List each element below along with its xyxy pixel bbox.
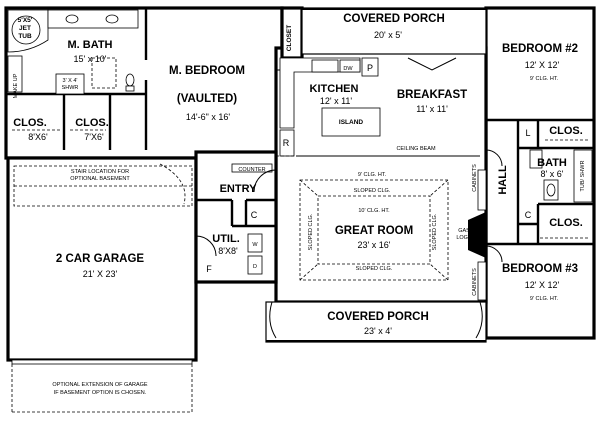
closet-c-label: C — [525, 210, 532, 220]
closet-bed2-name: CLOS. — [549, 125, 583, 137]
great-room-sloped-left: SLOPED CLG. — [308, 213, 314, 250]
bath-dims: 8' x 6' — [541, 169, 564, 179]
entry-name: ENTRY — [220, 183, 258, 195]
utility-name: UTIL. — [212, 233, 240, 245]
great-room-sloped-right: SLOPED CLG. — [432, 213, 438, 250]
great-room-sloped-bottom: SLOPED CLG. — [356, 266, 393, 272]
garage-interior — [11, 163, 193, 413]
bedroom2-name: BEDROOM #2 — [502, 43, 578, 55]
covered-porch-bottom — [265, 301, 487, 343]
kitchen-dims: 12' x 11' — [320, 96, 353, 106]
master-bedroom-name: M. BEDROOM — [169, 65, 245, 77]
dryer-label: D — [253, 264, 257, 270]
freezer-label: F — [206, 264, 212, 274]
counter-label: COUNTER — [238, 167, 265, 173]
great-room-sloped-top: SLOPED CLG. — [354, 188, 391, 194]
entry-closet-label: C — [251, 210, 258, 220]
shower-label: 3' X 4'SHWR — [62, 78, 79, 91]
dw-label: DW — [343, 66, 353, 72]
washer-label: W — [252, 242, 258, 248]
porch-bottom-dims: 23' x 4' — [364, 326, 392, 336]
kitchen-name: KITCHEN — [310, 83, 359, 95]
make-up-label: MAKE UP — [13, 73, 19, 98]
great-room-interior — [299, 169, 487, 301]
breakfast-dims: 11' x 11' — [416, 104, 448, 114]
fridge-label: R — [283, 138, 290, 148]
ceiling-beam-label: CEILING BEAM — [396, 146, 436, 152]
cabinets-top-label: CABINETS — [472, 164, 478, 192]
closet-vertical-label: CLOSET — [286, 25, 293, 51]
master-wing-interior — [6, 8, 282, 150]
porch-top-dims: 20' x 5' — [374, 30, 402, 40]
master-bath-name: M. BATH — [67, 39, 112, 51]
master-bath-dims: 15' x 10' — [74, 54, 107, 64]
porch-top-name: COVERED PORCH — [343, 13, 445, 25]
bedroom2-dims: 12' X 12' — [525, 60, 560, 70]
great-room-ceiling-inner: 10' CLG. HT. — [358, 208, 390, 214]
master-closet-2-dims: 7'X6' — [84, 132, 104, 142]
kitchen-area — [276, 57, 480, 157]
master-closet-1-dims: 8'X6' — [28, 132, 48, 142]
pantry-label: P — [367, 63, 373, 73]
porch-bottom-name: COVERED PORCH — [327, 311, 429, 323]
master-bedroom-dims: 14'-6" x 16' — [186, 112, 230, 122]
hall-label: HALL — [497, 165, 509, 195]
utility-dims: 8'X8' — [218, 246, 238, 256]
cabinets-bottom-label: CABINETS — [472, 268, 478, 296]
master-bedroom-ceiling: (VAULTED) — [177, 93, 237, 105]
bedroom-wing-interior — [485, 118, 594, 263]
bedroom3-name: BEDROOM #3 — [502, 263, 578, 275]
linen-label: L — [525, 128, 530, 138]
bedroom2-ceiling: 9' CLG. HT. — [530, 76, 559, 82]
garage-dims: 21' X 23' — [83, 269, 118, 279]
great-room-ceiling-outer: 9' CLG. HT. — [358, 172, 387, 178]
great-room-dims: 23' x 16' — [358, 240, 391, 250]
covered-porch-top: COVERED PORCH 20' x 5' — [301, 7, 487, 55]
closet-bed3-name: CLOS. — [549, 217, 583, 229]
bedroom3-dims: 12' X 12' — [525, 280, 560, 290]
breakfast-name: BREAKFAST — [397, 89, 467, 101]
great-room-name: GREAT ROOM — [335, 225, 413, 237]
master-closet-1-name: CLOS. — [13, 117, 47, 129]
garage-name: 2 CAR GARAGE — [56, 253, 145, 265]
entry-utility-interior — [195, 163, 277, 275]
master-closet-2-name: CLOS. — [75, 117, 109, 129]
bedroom3-ceiling: 9' CLG. HT. — [530, 296, 559, 302]
island-label: ISLAND — [339, 119, 364, 126]
tub-shwr-label: TUB/ SHWR — [580, 161, 586, 192]
bath-name: BATH — [537, 157, 567, 169]
